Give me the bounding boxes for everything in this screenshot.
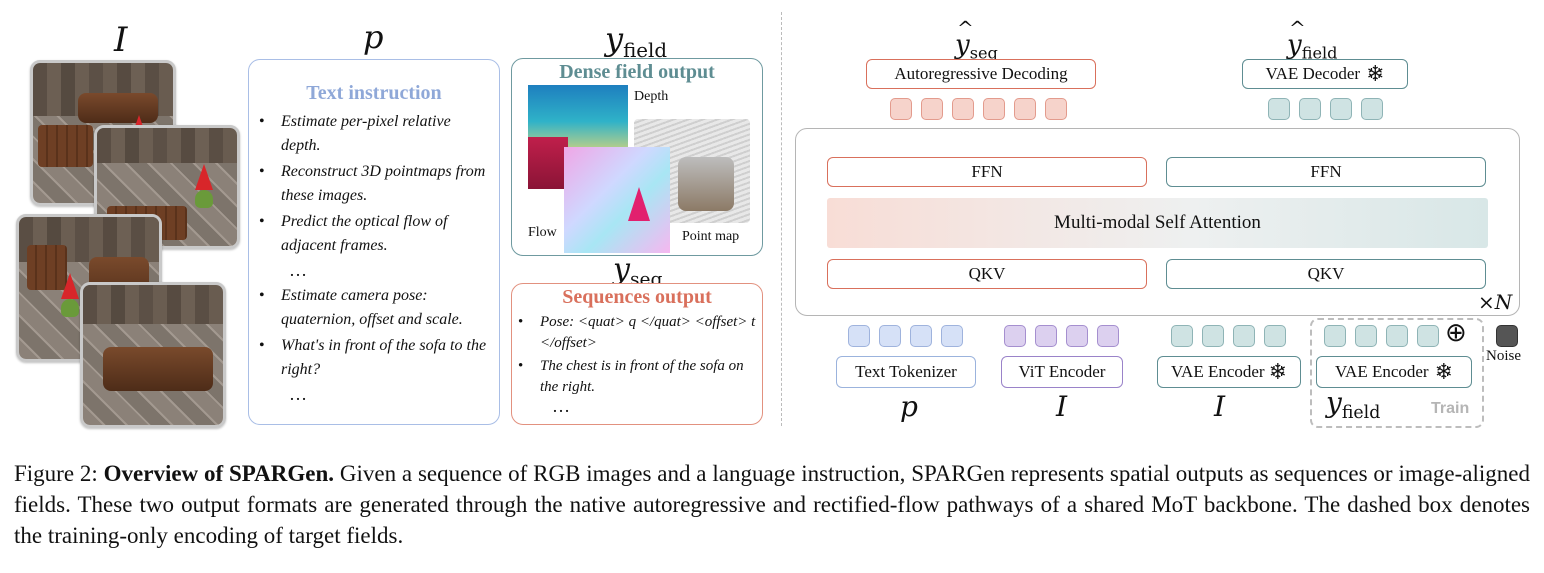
autoregressive-decoding-box: Autoregressive Decoding <box>866 59 1096 89</box>
flow-label: Flow <box>528 225 557 240</box>
plus-icon: ⊕ <box>1445 318 1467 348</box>
noise-token <box>1496 325 1518 347</box>
dense-field-title: Dense field output <box>559 61 715 83</box>
figure-caption: Figure 2: Overview of SPARGen. Given a s… <box>14 458 1530 551</box>
list-item: Estimate camera pose: quaternion, offset… <box>255 284 491 332</box>
input-token-vae <box>1264 325 1286 347</box>
list-item: Pose: <quat> q </quat> <offset> t </offs… <box>514 312 758 354</box>
vae-encoder-box-1: VAE Encoder ❄ <box>1157 356 1301 388</box>
depth-map-foreground <box>528 137 568 189</box>
label-y-field-bottom: yfield <box>1326 386 1381 424</box>
noise-label: Noise <box>1486 348 1521 364</box>
input-token-text <box>941 325 963 347</box>
list-item: The chest is in front of the sofa on the… <box>514 356 758 398</box>
train-label: Train <box>1431 400 1470 417</box>
vae-decoder-box: VAE Decoder ❄ <box>1242 59 1408 89</box>
sequences-list: Pose: <quat> q </quat> <offset> t </offs… <box>514 312 758 400</box>
list-item: Predict the optical flow of adjacent fra… <box>255 210 491 258</box>
caption-text: Given a sequence of RGB images and a lan… <box>14 461 1530 548</box>
ffn-right-box: FFN <box>1166 157 1486 187</box>
times-n-label: ×N <box>1478 290 1513 314</box>
output-token-field <box>1299 98 1321 120</box>
depth-label: Depth <box>634 89 669 104</box>
snowflake-icon: ❄ <box>1268 359 1288 385</box>
label-y-field-top: yfield <box>605 20 668 62</box>
output-token-field <box>1268 98 1290 120</box>
text-instruction-panel: Text instruction Estimate per-pixel rela… <box>248 59 500 425</box>
output-token-seq <box>921 98 943 120</box>
output-token-seq <box>1045 98 1067 120</box>
flow-map-object <box>628 187 650 221</box>
label-p-bottom: p <box>900 390 918 423</box>
input-image-4 <box>80 282 226 428</box>
input-token-text <box>848 325 870 347</box>
caption-bold: Overview of SPARGen. <box>103 461 335 486</box>
text-ellipsis-2: … <box>289 384 307 404</box>
input-token-target <box>1355 325 1377 347</box>
text-instruction-list-2: Estimate camera pose: quaternion, offset… <box>255 284 491 384</box>
sequences-ellipsis: … <box>552 396 570 416</box>
input-token-target <box>1417 325 1439 347</box>
text-instruction-list: Estimate per-pixel relative depth. Recon… <box>255 110 491 260</box>
text-tokenizer-box: Text Tokenizer <box>836 356 976 388</box>
qkv-right-box: QKV <box>1166 259 1486 289</box>
input-token-text <box>879 325 901 347</box>
output-token-seq <box>890 98 912 120</box>
input-token-vae <box>1171 325 1193 347</box>
output-token-seq <box>983 98 1005 120</box>
snowflake-icon: ❄ <box>1434 359 1454 385</box>
point-map-label: Point map <box>682 229 740 244</box>
output-token-seq <box>1014 98 1036 120</box>
input-token-vae <box>1233 325 1255 347</box>
list-item: What's in front of the sofa to the right… <box>255 334 491 382</box>
list-item: Reconstruct 3D pointmaps from these imag… <box>255 160 491 208</box>
snowflake-icon: ❄ <box>1366 61 1385 87</box>
input-token-vit <box>1097 325 1119 347</box>
train-dashed-box <box>1310 318 1484 428</box>
vae-encoder-label: VAE Encoder <box>1170 362 1265 381</box>
transformer-block <box>795 128 1520 316</box>
label-yhat-seq: yseq <box>955 16 998 63</box>
point-map-object <box>678 157 734 211</box>
input-token-target <box>1386 325 1408 347</box>
output-token-field <box>1361 98 1383 120</box>
dense-field-panel: Dense field output Depth Flow Point map <box>511 58 763 256</box>
vae-decoder-label: VAE Decoder <box>1265 64 1361 83</box>
sequences-title: Sequences output <box>562 286 712 308</box>
vae-encoder-box-2: VAE Encoder ❄ <box>1316 356 1472 388</box>
input-token-target <box>1324 325 1346 347</box>
input-token-vit <box>1066 325 1088 347</box>
text-instruction-title: Text instruction <box>306 82 442 104</box>
label-yhat-field: yfield <box>1287 16 1337 63</box>
attention-box: Multi-modal Self Attention <box>827 198 1488 248</box>
text-ellipsis-1: … <box>289 260 307 280</box>
list-item: Estimate per-pixel relative depth. <box>255 110 491 158</box>
qkv-left-box: QKV <box>827 259 1147 289</box>
sequences-panel: Sequences output Pose: <quat> q </quat> … <box>511 283 763 425</box>
output-token-field <box>1330 98 1352 120</box>
input-token-vit <box>1035 325 1057 347</box>
output-token-seq <box>952 98 974 120</box>
label-p-top: p <box>363 18 384 56</box>
flow-map <box>564 147 670 253</box>
input-token-vae <box>1202 325 1224 347</box>
input-token-vit <box>1004 325 1026 347</box>
label-I-bottom-1: I <box>1056 390 1068 423</box>
section-divider <box>781 12 782 426</box>
label-I-bottom-2: I <box>1214 390 1226 423</box>
ffn-left-box: FFN <box>827 157 1147 187</box>
vit-encoder-box: ViT Encoder <box>1001 356 1123 388</box>
vae-encoder-label: VAE Encoder <box>1334 362 1429 381</box>
label-I-top: I <box>114 20 128 60</box>
input-token-text <box>910 325 932 347</box>
caption-label: Figure 2: <box>14 461 104 486</box>
